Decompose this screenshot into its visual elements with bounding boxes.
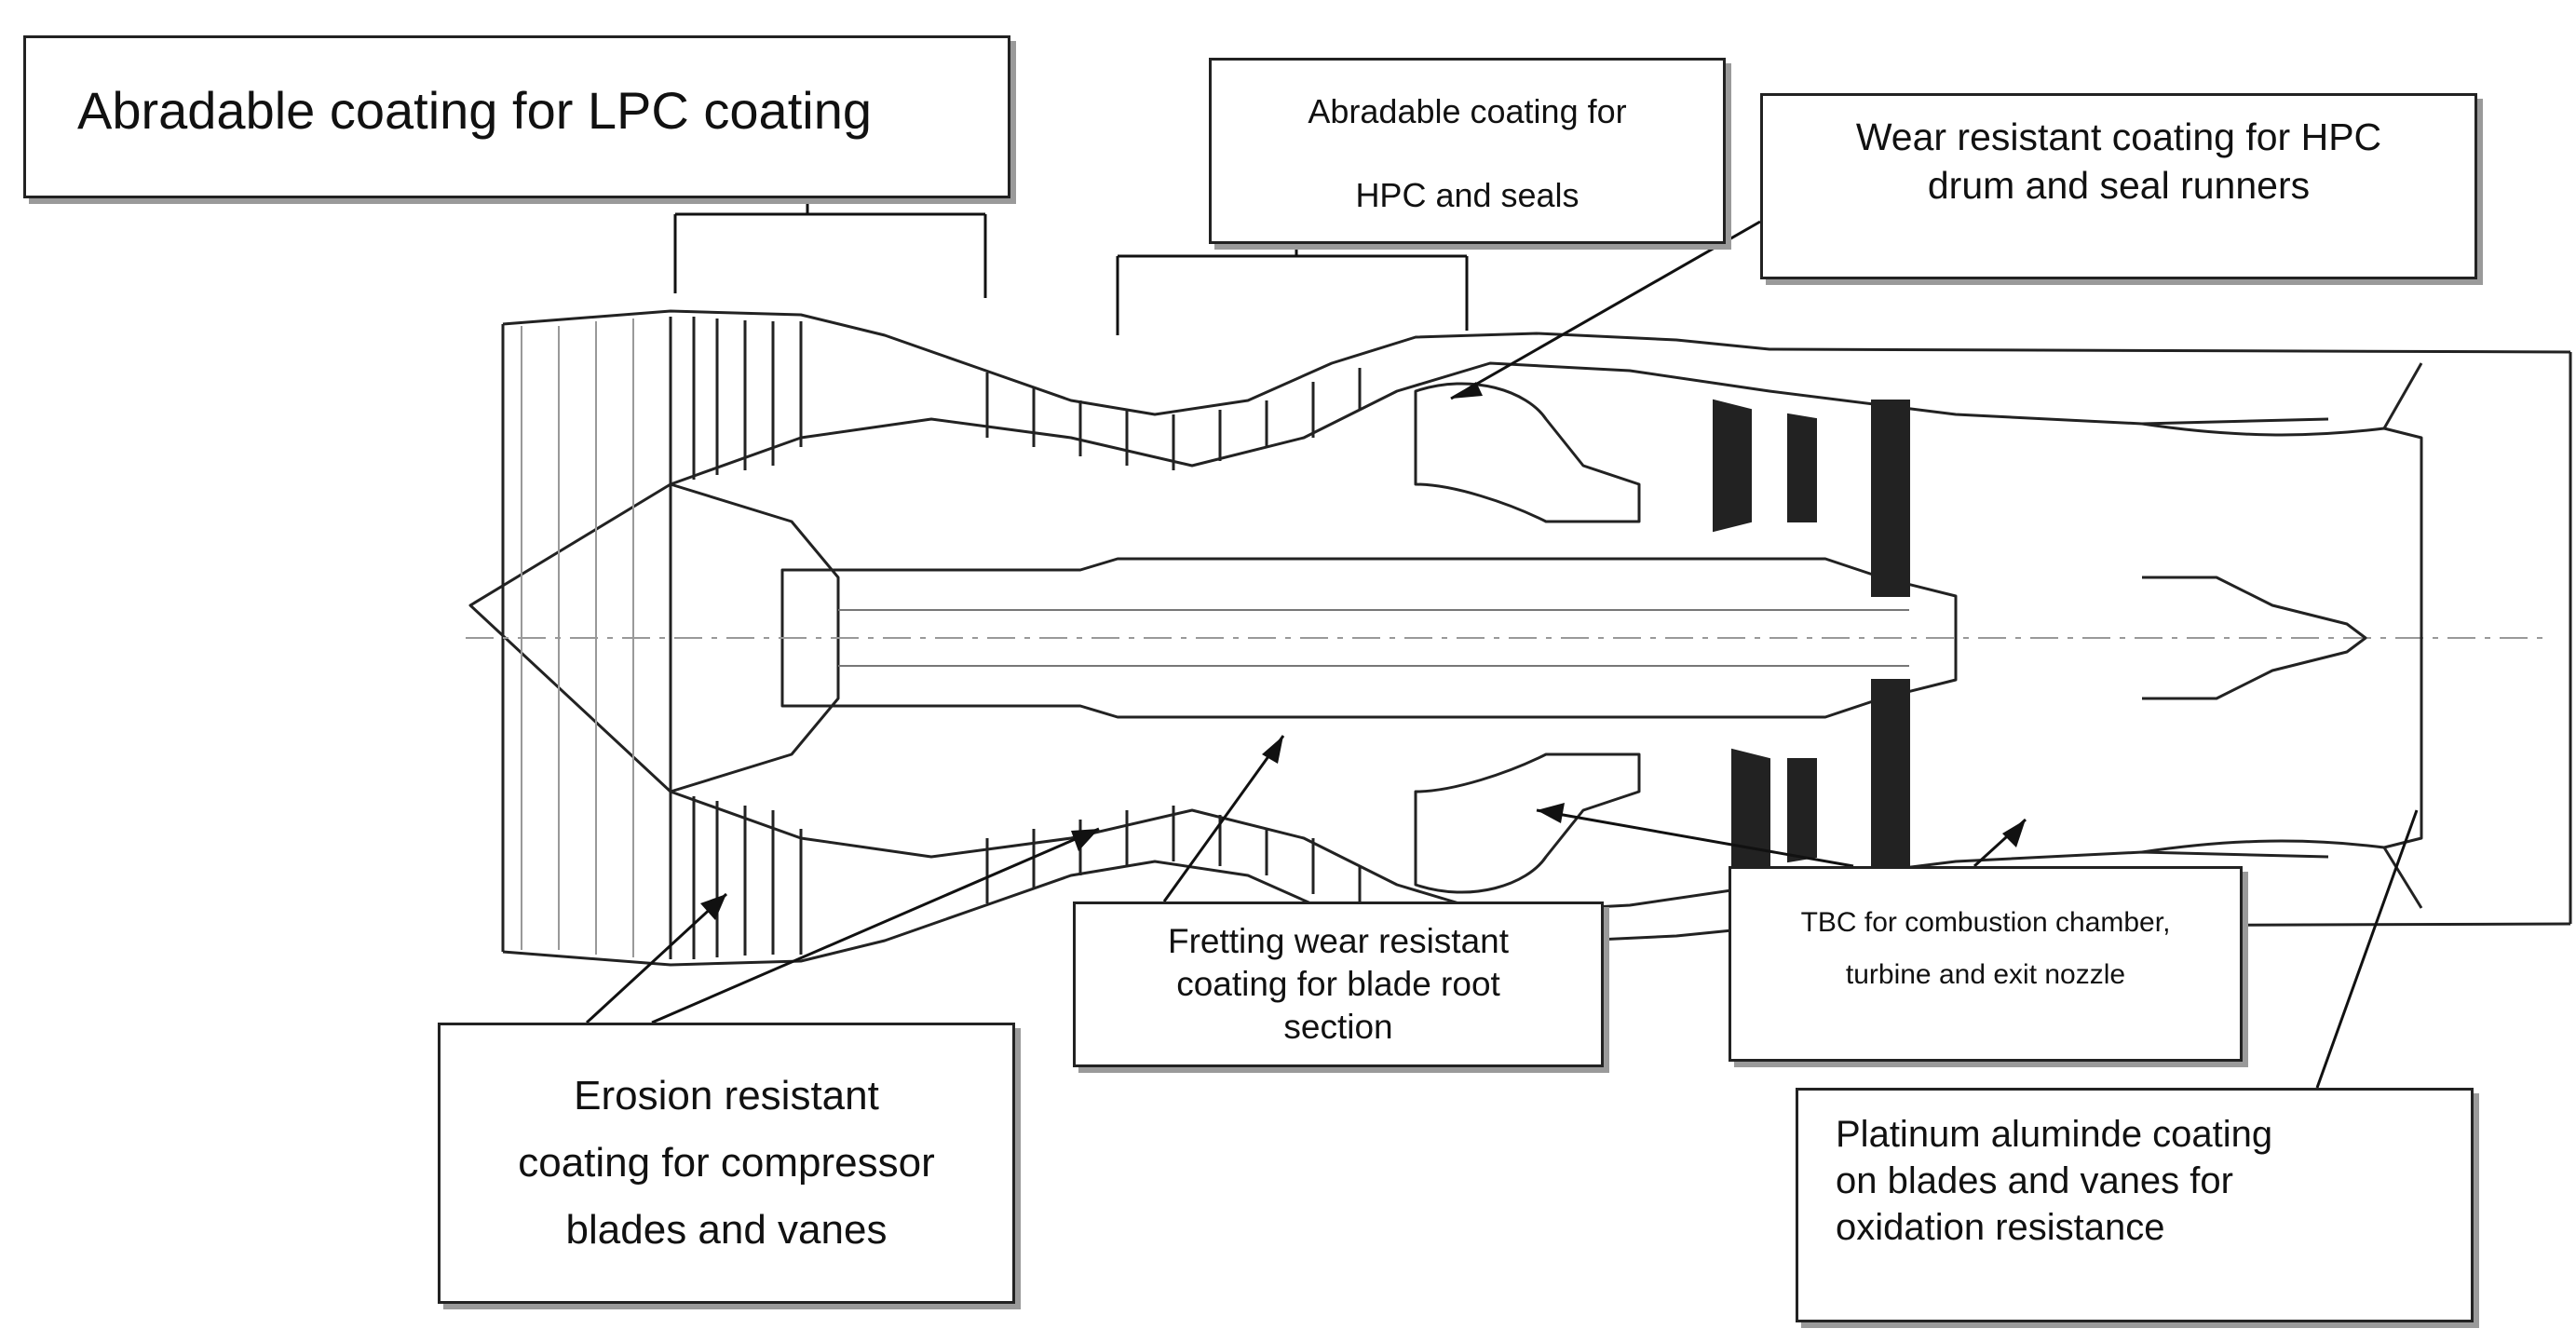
erosion-leader-2 bbox=[651, 827, 1100, 1024]
outer-casing bbox=[502, 309, 2571, 416]
callout-hpc-wear-resistant-coating: Wear resistant coating for HPC drum and … bbox=[1760, 93, 2477, 279]
hpc-bracket bbox=[1116, 244, 1469, 335]
callout-text: blades and vanes bbox=[565, 1207, 888, 1253]
callout-text: drum and seal runners bbox=[1927, 164, 2311, 207]
combustor bbox=[1414, 382, 1641, 523]
tbc-leader-1 bbox=[1536, 808, 1854, 868]
callout-text: HPC and seals bbox=[1355, 176, 1579, 214]
callout-lpc-abradable-coating: Abradable coating for LPC coating bbox=[23, 35, 1010, 198]
lpc-bracket bbox=[673, 198, 987, 298]
callout-platinum-aluminide-coating: Platinum aluminde coating on blades and … bbox=[1796, 1088, 2474, 1322]
callout-text: TBC for combustion chamber, bbox=[1800, 907, 2171, 938]
callout-text: Erosion resistant bbox=[574, 1073, 879, 1118]
callout-text: Abradable coating for bbox=[1308, 92, 1627, 130]
callout-text: Fretting wear resistant bbox=[1167, 922, 1510, 960]
callout-text: turbine and exit nozzle bbox=[1845, 959, 2126, 990]
platinum-leader bbox=[2315, 809, 2419, 1089]
callout-erosion-resistant-coating: Erosion resistant coating for compressor… bbox=[438, 1023, 1015, 1304]
exhaust-nozzle bbox=[2141, 422, 2423, 854]
callout-tbc-coating: TBC for combustion chamber, turbine and … bbox=[1729, 866, 2243, 1062]
callout-fretting-wear-coating: Fretting wear resistant coating for blad… bbox=[1073, 901, 1604, 1067]
callout-text: oxidation resistance bbox=[1836, 1207, 2165, 1248]
callout-text: Abradable coating for LPC coating bbox=[77, 81, 872, 140]
fretting-leader bbox=[1162, 735, 1285, 902]
callout-text: Platinum aluminde coating bbox=[1836, 1114, 2273, 1155]
erosion-leader-1 bbox=[585, 892, 728, 1024]
hpc-wear-leader bbox=[1450, 220, 1761, 400]
callout-text: coating for compressor bbox=[518, 1140, 935, 1186]
callout-text: section bbox=[1283, 1008, 1393, 1046]
callout-text: coating for blade root bbox=[1176, 965, 1500, 1003]
outer-casing-bottom bbox=[502, 860, 2571, 967]
core-flowpath bbox=[670, 361, 2329, 486]
callout-text: on blades and vanes for bbox=[1836, 1160, 2233, 1201]
callout-text: Wear resistant coating for HPC bbox=[1855, 115, 2382, 158]
main-shaft bbox=[780, 557, 1958, 719]
callout-hpc-abradable-coating: Abradable coating for HPC and seals bbox=[1209, 58, 1726, 244]
